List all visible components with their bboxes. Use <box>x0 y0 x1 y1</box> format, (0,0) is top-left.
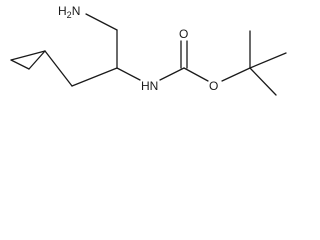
bond-nh-to-carbonyl <box>159 67 185 81</box>
cyclopropyl-ring <box>10 50 46 70</box>
carbamate-nh-label: HN <box>141 79 158 93</box>
bond-ch2-to-ch <box>71 67 118 87</box>
amine-subscript: 2 <box>67 10 72 20</box>
bond-tbutyl-right <box>249 52 287 69</box>
bond-ring-1 <box>28 50 46 70</box>
bond-ring-3 <box>10 50 46 61</box>
bond-ether-o-to-tbutyl <box>221 67 251 82</box>
amine-h: H <box>58 4 67 18</box>
amine-label: H2N <box>58 4 80 20</box>
bond-carbonyl-to-ether-o <box>183 67 209 82</box>
chemical-structure: H2N HN O O <box>10 4 287 96</box>
carbon-chain <box>44 13 141 87</box>
boc-group <box>159 30 287 96</box>
bond-ring-2 <box>10 59 30 70</box>
bond-ring-to-ch2 <box>44 50 73 87</box>
carbonyl-oxygen-label: O <box>179 27 188 41</box>
bond-ch-to-nh <box>116 67 141 81</box>
bond-tbutyl-down <box>249 67 277 96</box>
amine-n: N <box>72 4 81 18</box>
bond-ch2-to-nh2 <box>85 13 118 31</box>
ether-oxygen-label: O <box>209 79 218 93</box>
